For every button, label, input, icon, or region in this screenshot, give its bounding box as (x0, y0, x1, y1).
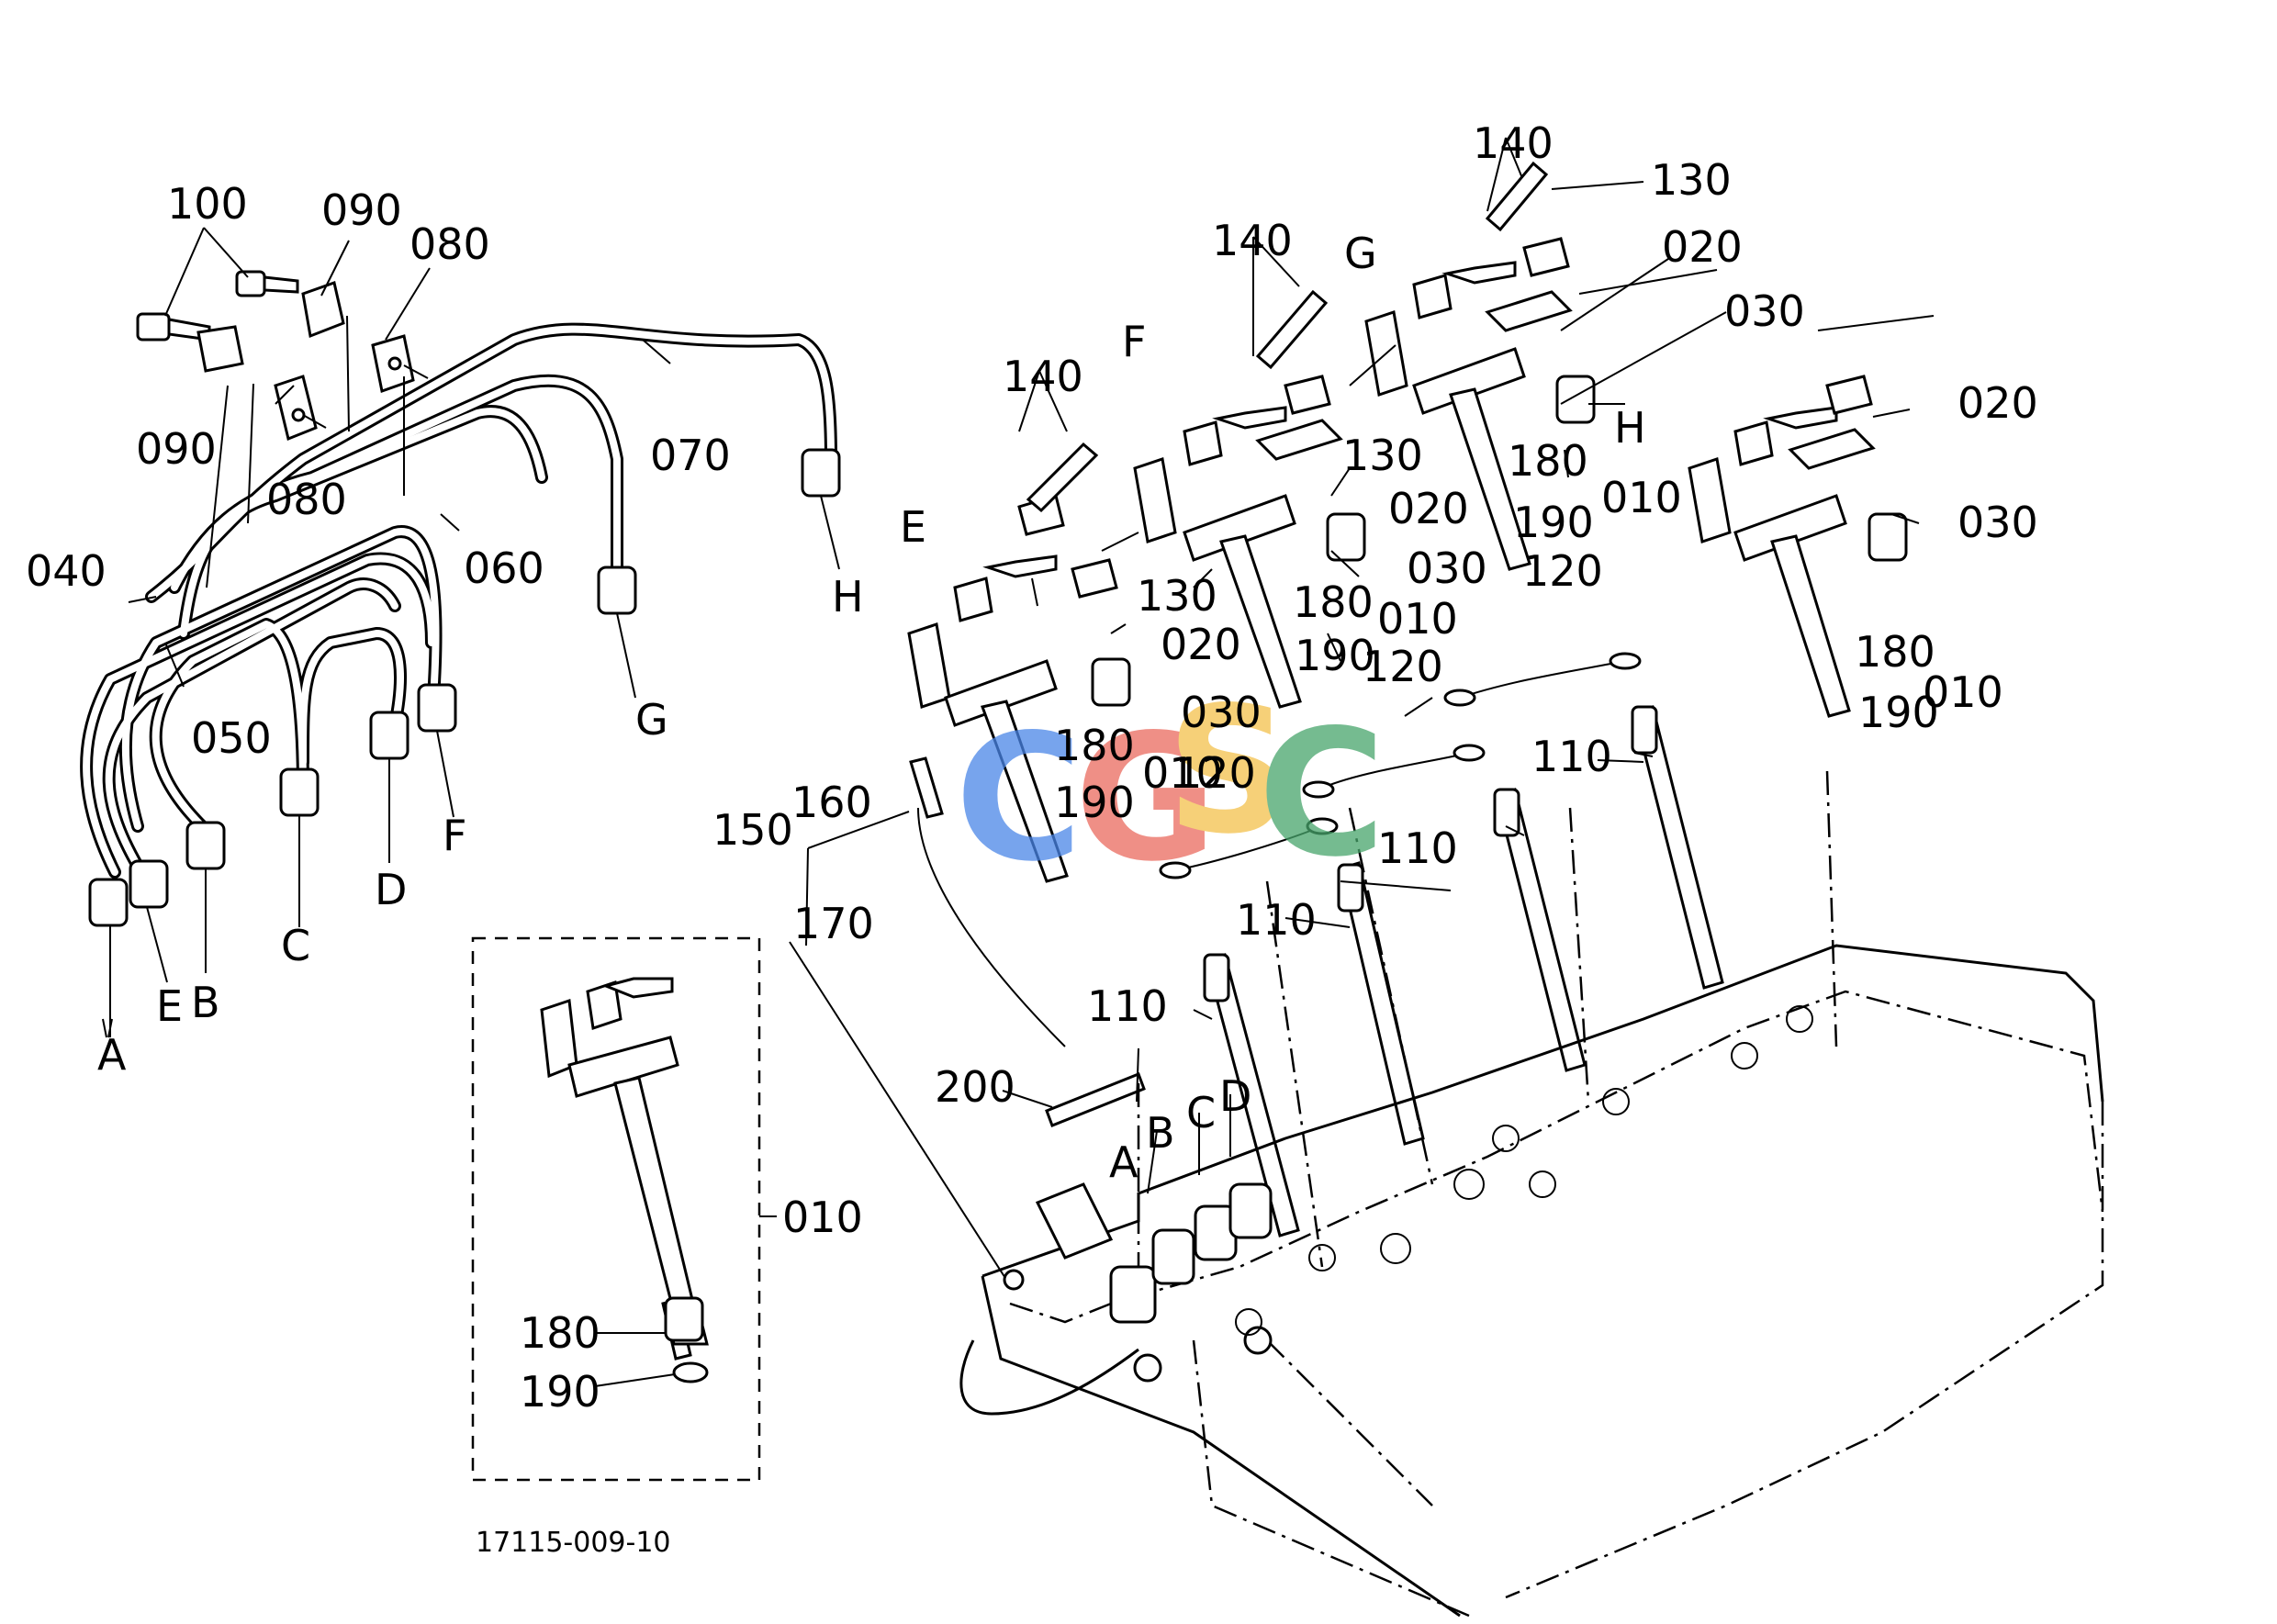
pipe-end-g: G (635, 695, 668, 745)
callout-110-g: 110 (1377, 823, 1458, 873)
callout-020-h: 020 (1957, 378, 2038, 428)
callout-030-e: 030 (1181, 688, 1262, 737)
callout-200: 200 (935, 1062, 1015, 1112)
callout-070: 070 (650, 431, 731, 480)
callout-110-h: 110 (1531, 732, 1612, 781)
port-label-b: B (1146, 1108, 1175, 1158)
callout-090-top: 090 (321, 185, 402, 235)
callout-120-top: 120 (1522, 546, 1603, 596)
glow-plugs-and-leads (789, 652, 1838, 1286)
callout-110-e: 110 (1087, 981, 1168, 1031)
callout-080-top: 080 (409, 219, 490, 269)
callout-010-g: 010 (1601, 473, 1682, 522)
port-label-c: C (1186, 1088, 1216, 1137)
injector-label-f: F (1122, 317, 1146, 366)
callout-180-detail: 180 (520, 1308, 600, 1358)
callout-190-h: 190 (1858, 688, 1939, 737)
cylinder-head (959, 944, 2104, 1618)
callout-020-f: 020 (1388, 484, 1469, 533)
pipe-end-h: H (832, 572, 864, 622)
callout-010-e: 010 (1142, 748, 1223, 798)
callout-080-left: 080 (266, 475, 347, 524)
injectors (907, 137, 1908, 883)
watermark-letter-c2: C (1258, 692, 1385, 895)
injector-detail-box (471, 936, 777, 1482)
callout-030-g: 030 (1724, 286, 1805, 336)
callout-190-e: 190 (1054, 778, 1135, 827)
callout-leaders (128, 227, 1935, 1194)
callout-150: 150 (712, 805, 793, 855)
watermark-letter-c1: C (955, 697, 1082, 900)
watermark-letter-s: S (1166, 669, 1292, 872)
callout-030-f: 030 (1407, 543, 1487, 593)
callout-030-h: 030 (1957, 498, 2038, 547)
port-label-a: A (1109, 1137, 1138, 1187)
callout-130-g: 130 (1651, 155, 1732, 205)
callout-010-detail: 010 (782, 1193, 863, 1242)
injector-label-g: G (1344, 229, 1377, 278)
cgsc-watermark: C G S C (955, 669, 1385, 900)
pipe-end-a: A (97, 1030, 127, 1080)
callout-190-detail: 190 (520, 1367, 600, 1417)
clamp-hardware (136, 270, 429, 442)
reference-code: 17115-009-10 (476, 1527, 671, 1559)
injection-pipes (80, 315, 841, 1038)
callout-050: 050 (191, 713, 272, 763)
callout-130-e: 130 (1137, 571, 1217, 621)
callout-180-g: 180 (1508, 436, 1588, 486)
pipe-end-b: B (191, 978, 220, 1027)
callout-170: 170 (793, 899, 874, 948)
callout-140-g: 140 (1473, 118, 1554, 168)
pipe-end-c: C (281, 921, 310, 970)
callout-100: 100 (167, 179, 248, 229)
pipe-end-d: D (375, 865, 407, 914)
callout-180-e: 180 (1054, 721, 1135, 770)
callout-130-f: 130 (1342, 431, 1423, 480)
port-label-d: D (1219, 1071, 1251, 1121)
watermark-letter-g: G (1074, 697, 1217, 900)
callout-190-f: 190 (1295, 631, 1375, 680)
callout-020-e: 020 (1161, 620, 1241, 669)
callout-010-h: 010 (1923, 667, 2003, 717)
callout-120-mid: 120 (1363, 642, 1443, 691)
callout-160: 160 (791, 778, 872, 827)
callout-140-f: 140 (1212, 216, 1293, 265)
callout-040: 040 (26, 546, 107, 596)
callout-140-e: 140 (1003, 352, 1083, 401)
pipe-end-f: F (443, 811, 466, 860)
callout-190-g: 190 (1513, 498, 1594, 547)
callout-020-g: 020 (1662, 222, 1743, 272)
pipe-end-e: E (156, 981, 183, 1031)
callout-110-f: 110 (1236, 895, 1317, 945)
injector-label-e: E (900, 502, 926, 552)
callout-060: 060 (464, 543, 544, 593)
callout-010-f: 010 (1377, 594, 1458, 644)
callout-090-left: 090 (136, 424, 217, 474)
callout-labels: 100 090 080 090 080 070 060 040 050 A E … (26, 118, 2038, 1559)
callout-180-h: 180 (1855, 627, 1935, 677)
callout-120-low: 120 (1175, 748, 1256, 798)
callout-180-f: 180 (1293, 577, 1374, 627)
injector-label-h: H (1614, 403, 1646, 453)
